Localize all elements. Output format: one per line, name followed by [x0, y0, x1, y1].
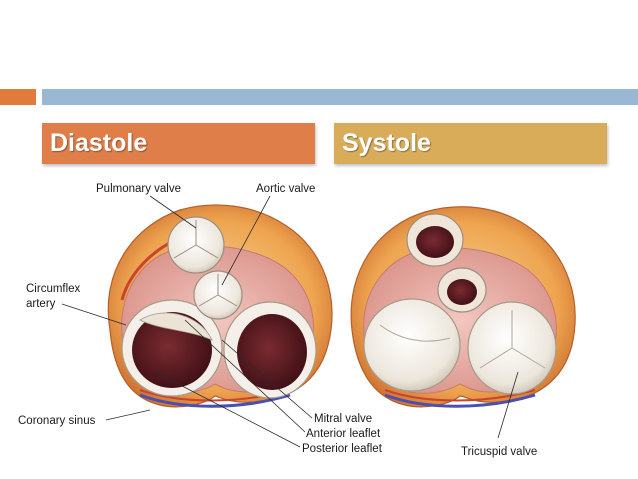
diastole-heart	[107, 204, 333, 408]
label-posterior-leaflet: Posterior leaflet	[302, 443, 383, 455]
diastole-title: Diastole	[42, 123, 315, 164]
label-circumflex: Circumflex	[26, 283, 81, 295]
systole-pulmonary-opening	[416, 226, 454, 258]
leader-coronary-sinus	[105, 409, 151, 421]
pulmonary-valve-cusps	[173, 220, 219, 259]
systole-mitral-valve	[363, 298, 461, 392]
label-aortic-valve: Aortic valve	[256, 183, 315, 195]
accent-bar-blue	[42, 89, 638, 105]
accent-bar-orange	[0, 89, 36, 105]
tricuspid-valve-opening	[237, 314, 307, 390]
leader-tricuspid	[497, 371, 519, 439]
leader-posterior	[154, 371, 301, 448]
label-coronary-sinus: Coronary sinus	[18, 415, 96, 427]
leader-aortic	[221, 195, 271, 286]
leader-pulmonary	[149, 195, 197, 229]
leader-anterior	[184, 319, 306, 433]
leader-circumflex	[61, 303, 127, 326]
coronary-sinus-vessel	[139, 393, 291, 408]
label-tricuspid-valve: Tricuspid valve	[461, 446, 537, 458]
label-pulmonary-valve: Pulmonary valve	[96, 183, 181, 195]
label-artery: artery	[26, 298, 56, 310]
label-mitral-valve: Mitral valve	[314, 413, 372, 425]
aortic-valve-cusps	[198, 274, 238, 307]
systole-heart	[350, 206, 576, 408]
label-anterior-leaflet: Anterior leaflet	[306, 428, 381, 440]
systole-aortic-opening	[447, 279, 477, 305]
mitral-anterior-leaflet	[139, 312, 213, 341]
systole-mitral-closure-line	[379, 324, 451, 342]
leader-mitral	[221, 339, 313, 419]
systole-coronary-vessel	[384, 393, 536, 408]
systole-tricuspid-closure-line	[479, 310, 546, 369]
systole-title: Systole	[334, 123, 607, 164]
